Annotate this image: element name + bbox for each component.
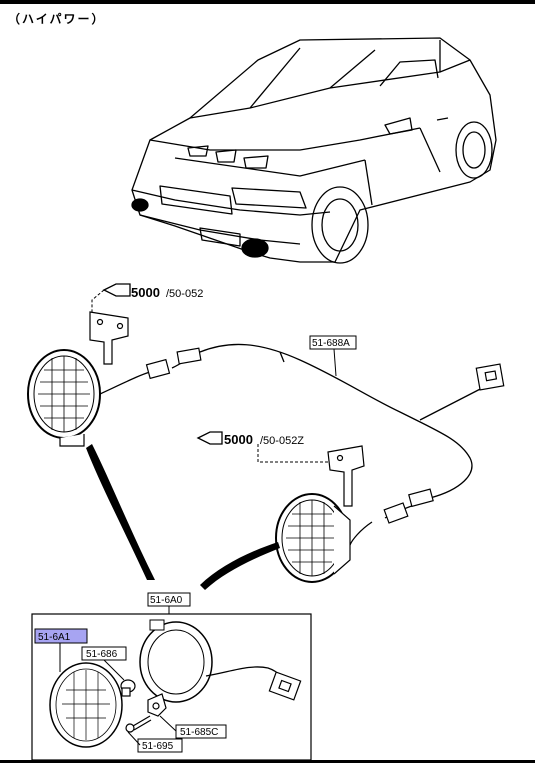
harness-label-box (309, 335, 357, 350)
assembly-part-number[interactable]: 51-6A0 (150, 595, 183, 606)
variant-label: （ハイパワー） (8, 12, 106, 26)
leader-line (257, 444, 340, 463)
leader-line (333, 348, 337, 377)
lens-part (49, 662, 123, 748)
screw-part-number[interactable]: 51-695 (142, 741, 174, 752)
harness-connector-left (145, 347, 202, 380)
reference-top-main: 5000 (131, 285, 160, 300)
leader-line (91, 289, 105, 316)
reference-top-sub: /50-052 (166, 288, 203, 300)
leader-line (159, 715, 177, 732)
top-border (0, 0, 535, 4)
plug-connector (268, 671, 302, 701)
leader-line (103, 659, 125, 681)
socket-part (147, 693, 167, 717)
fog-lamp-right (275, 493, 351, 583)
reference-mid-main: 5000 (224, 432, 253, 447)
pointing-hand-icon (196, 431, 223, 445)
harness-part-number[interactable]: 51-688A (312, 338, 350, 349)
harness-connector-right (475, 363, 505, 391)
leader-line (127, 731, 141, 746)
bulb-part (120, 679, 136, 697)
screw-part (125, 715, 152, 733)
socket-part-number[interactable]: 51-685C (180, 727, 218, 738)
reference-top (102, 283, 131, 297)
bracket-mid (327, 445, 365, 507)
housing-ring (139, 619, 287, 703)
pointing-hand-icon (102, 283, 131, 297)
fog-lamp-left (27, 349, 101, 447)
callout-wedge-left (86, 444, 155, 580)
callout-wedge-right (200, 542, 280, 590)
bracket-top (89, 311, 129, 365)
lens-label-box (34, 628, 88, 644)
bottom-border (0, 760, 535, 763)
reference-mid-sub: /50-052Z (260, 435, 304, 447)
bulb-part-number[interactable]: 51-686 (86, 649, 118, 660)
car-illustration (131, 37, 497, 264)
harness-connector-lower (383, 488, 434, 524)
screw-label-box (137, 738, 183, 753)
reference-mid (196, 431, 223, 445)
socket-label-box (175, 724, 227, 739)
lens-part-number[interactable]: 51-6A1 (38, 632, 71, 643)
